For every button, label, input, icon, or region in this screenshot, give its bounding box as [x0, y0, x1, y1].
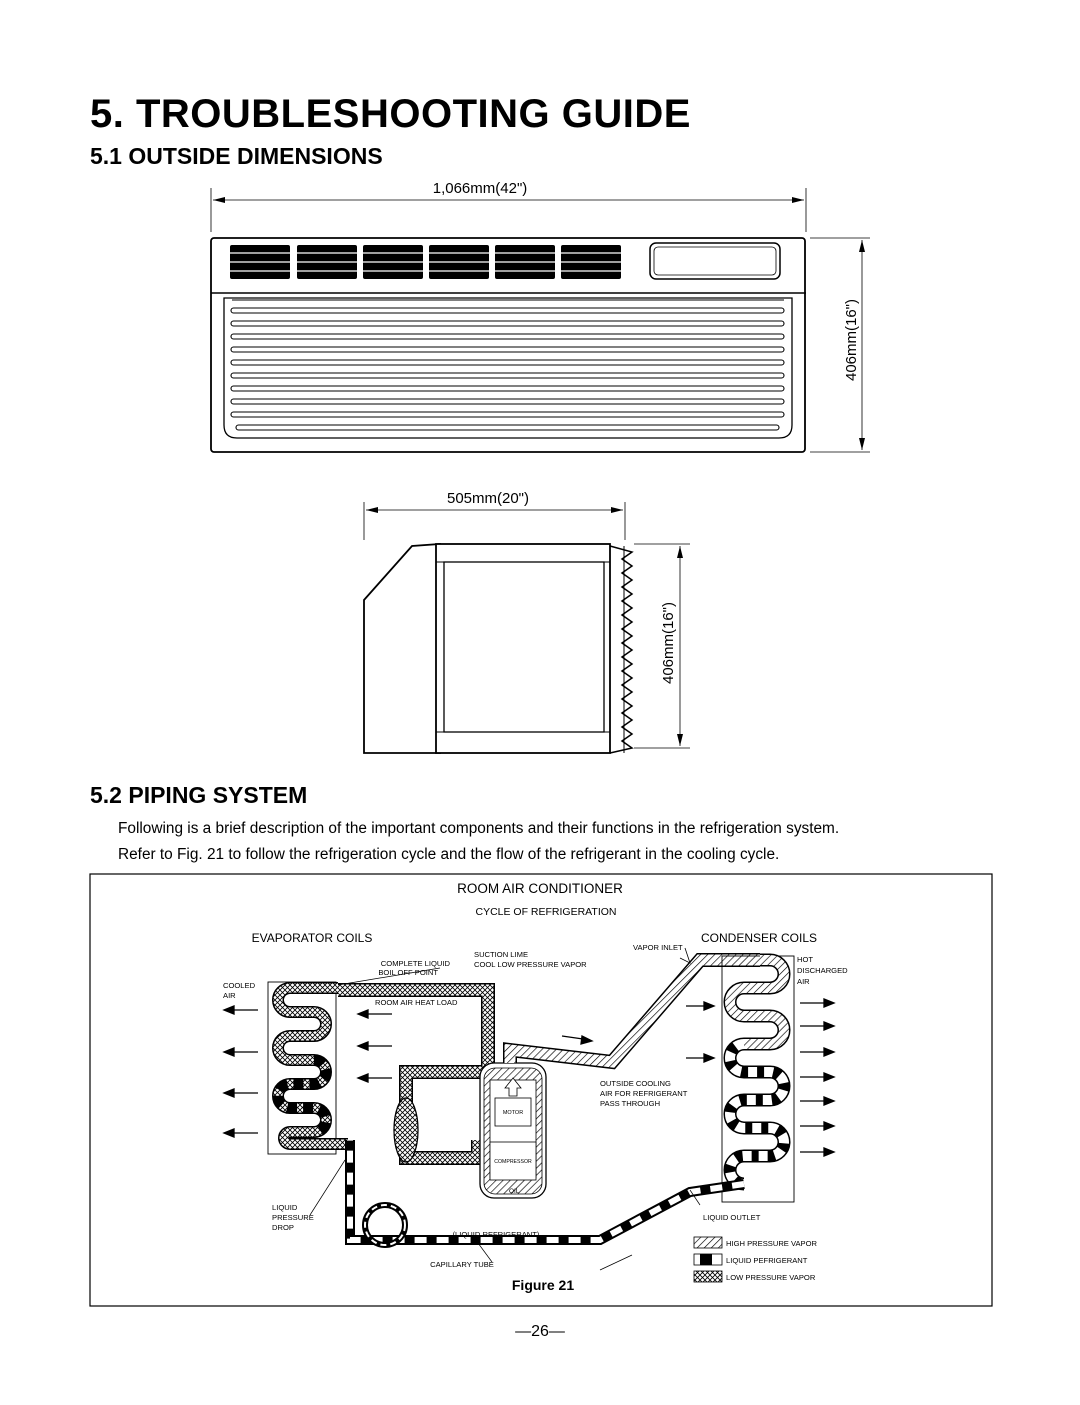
suction-line-label: SUCTION LIME [474, 950, 528, 959]
paragraph-line-2: Refer to Fig. 21 to follow the refrigera… [118, 846, 780, 863]
figure-subtitle: CYCLE OF REFRIGERATION [476, 906, 617, 918]
front-width-label: 1,066mm(42") [433, 180, 528, 197]
legend-swatch-high-pressure [693, 1236, 723, 1249]
side-depth-label: 505mm(20") [447, 490, 529, 507]
liquid-label: LIQUID [272, 1203, 298, 1212]
oil-label: OIL [509, 1188, 520, 1195]
side-view-drawing: 505mm(20") 406mm(16") [363, 490, 690, 754]
room-air-heat-load-label: ROOM AIR HEAT LOAD [375, 998, 458, 1007]
legend-high-pressure-vapor: HIGH PRESSURE VAPOR [726, 1239, 818, 1248]
legend-swatch-low-pressure [693, 1270, 723, 1283]
air-for-refrigerant-label: AIR FOR REFRIGERANT [600, 1089, 688, 1098]
side-height-label: 406mm(16") [660, 602, 677, 684]
cool-low-pressure-vapor-label: COOL LOW PRESSURE VAPOR [474, 960, 587, 969]
figure-legend: HIGH PRESSURE VAPOR LIQUID PEFRIGERANT L… [693, 1236, 818, 1283]
drop-label: DROP [272, 1223, 294, 1232]
hot-air-label: HOT [797, 955, 813, 964]
air-label: AIR [797, 977, 810, 986]
compressor-label: COMPRESSOR [494, 1159, 532, 1165]
complete-liquid-label: COMPLETE LIQUID [381, 959, 451, 968]
cooled-air-label: COOLED [223, 981, 256, 990]
evaporator-coils-label: EVAPORATOR COILS [252, 931, 373, 945]
legend-low-pressure-vapor: LOW PRESSURE VAPOR [726, 1273, 816, 1282]
section-heading-piping-system: 5.2 PIPING SYSTEM [90, 782, 308, 808]
vapor-inlet-label: VAPOR INLET [633, 943, 683, 952]
figure-caption: Figure 21 [512, 1277, 574, 1293]
page-title: 5. TROUBLESHOOTING GUIDE [90, 92, 691, 136]
cooled-air-label-2: AIR [223, 991, 236, 1000]
refrigeration-cycle-figure: ROOM AIR CONDITIONER CYCLE OF REFRIGERAT… [89, 873, 993, 1307]
pressure-label: PRESSURE [272, 1213, 314, 1222]
condenser-coils-label: CONDENSER COILS [701, 931, 817, 945]
paragraph-line-1: Following is a brief description of the … [118, 820, 840, 837]
capillary-tube-label: CAPILLARY TUBE [430, 1260, 494, 1269]
legend-liquid-refrigerant: LIQUID PEFRIGERANT [726, 1256, 808, 1265]
liquid-outlet-label: LIQUID OUTLET [703, 1213, 761, 1222]
description-paragraph: Following is a brief description of the … [118, 816, 998, 868]
front-height-label: 406mm(16") [843, 299, 860, 381]
pass-through-label: PASS THROUGH [600, 1099, 660, 1108]
boil-off-point-label: BOIL OFF POINT [378, 968, 438, 977]
motor-label: MOTOR [503, 1110, 523, 1116]
figure-title: ROOM AIR CONDITIONER [457, 881, 623, 896]
liquid-refrigerant-label: (LIQUID REFRIGERANT) [453, 1230, 540, 1239]
front-view-drawing: 1,066mm(42") 406mm(16") [210, 180, 870, 453]
outside-cooling-label: OUTSIDE COOLING [600, 1079, 671, 1088]
discharged-label: DISCHARGED [797, 966, 848, 975]
section-heading-outside-dimensions: 5.1 OUTSIDE DIMENSIONS [90, 143, 383, 169]
legend-swatch-liquid [700, 1254, 712, 1265]
page-number: —26— [515, 1323, 565, 1340]
